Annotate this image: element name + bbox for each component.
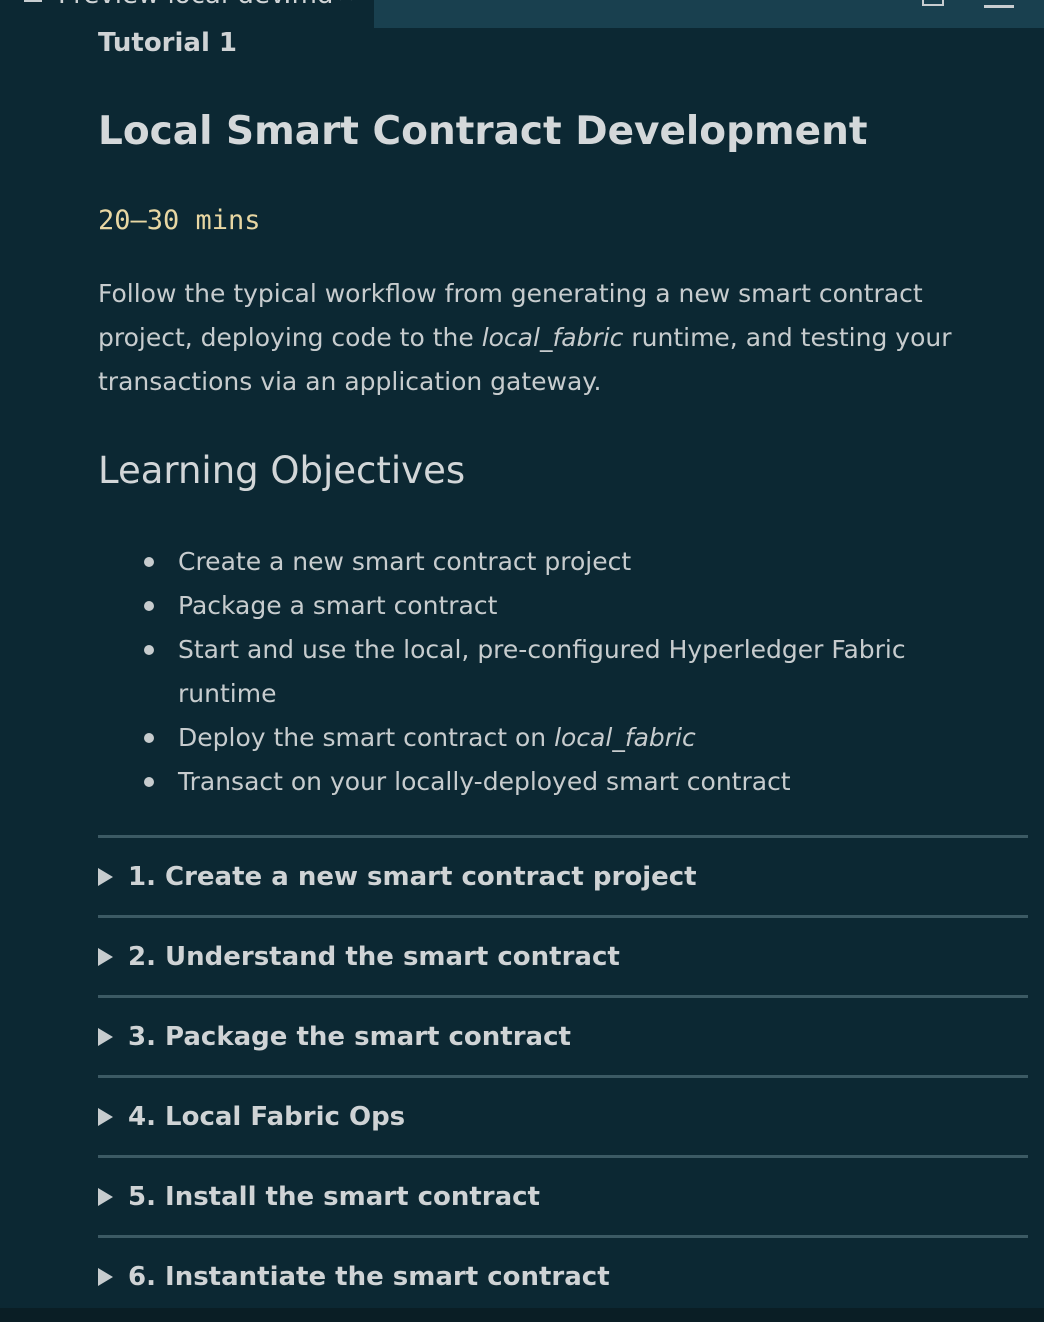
section-toggle-1[interactable]: 1. Create a new smart contract project — [98, 835, 1028, 915]
section-toggle-5[interactable]: 5. Install the smart contract — [98, 1155, 1028, 1235]
section-title[interactable]: 2. Understand the smart contract — [128, 942, 620, 972]
objective-item: Start and use the local, pre-configured … — [144, 628, 998, 716]
intro-paragraph: Follow the typical workflow from generat… — [98, 272, 998, 404]
objective-item: Package a smart contract — [144, 584, 998, 628]
section-title[interactable]: 3. Package the smart contract — [128, 1022, 571, 1052]
tutorial-label: Tutorial 1 — [98, 28, 238, 58]
objective-item: Create a new smart contract project — [144, 540, 998, 584]
text-run: Follow the typical workflow from generat… — [98, 279, 923, 352]
text-run: Start and use the local, pre-configured … — [178, 635, 906, 708]
triangle-right-icon[interactable] — [98, 868, 113, 886]
section-toggle-2[interactable]: 2. Understand the smart contract — [98, 915, 1028, 995]
more-actions-icon[interactable] — [984, 0, 1014, 8]
objective-item: Deploy the smart contract on local_fabri… — [144, 716, 998, 760]
page-title: Local Smart Contract Development — [98, 109, 868, 154]
tab-label: Preview local-dev.md — [58, 0, 333, 8]
triangle-right-icon[interactable] — [98, 1028, 113, 1046]
objectives-heading: Learning Objectives — [98, 449, 466, 492]
text-run: runtime, and testing your transactions v… — [98, 323, 952, 396]
triangle-right-icon[interactable] — [98, 948, 113, 966]
italic-text: local_fabric — [554, 723, 696, 752]
section-title[interactable]: 4. Local Fabric Ops — [128, 1102, 406, 1132]
split-editor-icon[interactable] — [922, 0, 944, 6]
triangle-right-icon[interactable] — [98, 1188, 113, 1206]
editor-tab-bar: Preview local-dev.md × — [0, 0, 1044, 28]
section-toggle-4[interactable]: 4. Local Fabric Ops — [98, 1075, 1028, 1155]
text-run: Package a smart contract — [178, 591, 498, 620]
text-run: Transact on your locally-deployed smart … — [178, 767, 791, 796]
triangle-right-icon[interactable] — [98, 1108, 113, 1126]
text-run: Deploy the smart contract on — [178, 723, 555, 752]
tab-preview[interactable]: Preview local-dev.md × — [0, 0, 374, 28]
section-title[interactable]: 1. Create a new smart contract project — [128, 862, 697, 892]
italic-text: local_fabric — [481, 323, 624, 352]
section-title[interactable]: 6. Instantiate the smart contract — [128, 1262, 610, 1292]
triangle-right-icon[interactable] — [98, 1268, 113, 1286]
collapsible-sections: 1. Create a new smart contract project 2.… — [98, 835, 1028, 1315]
objective-item: Transact on your locally-deployed smart … — [144, 760, 998, 804]
text-run: Create a new smart contract project — [178, 547, 632, 576]
close-icon[interactable]: × — [336, 0, 356, 6]
section-toggle-6[interactable]: 6. Instantiate the smart contract — [98, 1235, 1028, 1315]
status-bar — [0, 1308, 1044, 1322]
duration-badge: 20–30 mins — [98, 205, 261, 236]
section-toggle-3[interactable]: 3. Package the smart contract — [98, 995, 1028, 1075]
section-title[interactable]: 5. Install the smart contract — [128, 1182, 540, 1212]
preview-icon — [24, 0, 42, 2]
